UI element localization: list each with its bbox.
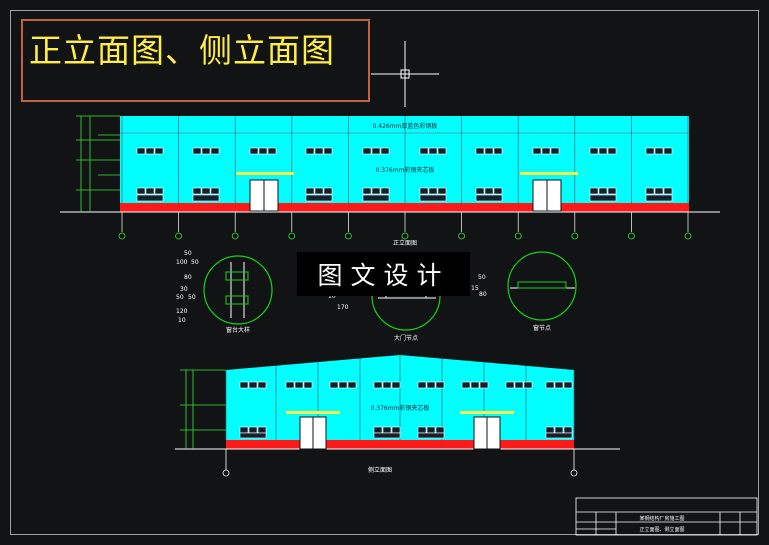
side-plinth [226,440,574,449]
front-wall-note: 0.376mm彩钢夹芯板 [376,166,435,174]
front-plinth [120,203,689,212]
front-window-lower [645,187,673,195]
side-elevation-name: 侧立面图 [368,466,392,474]
svg-text:50: 50 [478,274,486,281]
front-axis-bubble [118,232,126,240]
svg-text:15: 15 [471,285,479,292]
front-axis-bubble [344,232,352,240]
crosshair-cursor-icon [371,41,439,107]
detail-label-window: 窗节点 [533,324,551,332]
svg-text:50: 50 [184,250,192,257]
front-window-upper [532,147,560,155]
side-window-upper [329,381,357,389]
front-window-upper [362,147,390,155]
drawing-frame [10,10,759,535]
detail-label-door: 大门节点 [394,334,418,342]
dims-right-group: 50 15 80 [471,274,487,298]
front-axis-bubble [288,232,296,240]
front-axis-bubble [571,232,579,240]
side-window-upper [461,381,489,389]
svg-text:100: 100 [176,259,188,266]
side-window-upper [545,381,573,389]
front-window-upper [249,147,277,155]
side-window-upper [417,381,445,389]
svg-text:10: 10 [328,293,336,300]
side-window-upper [373,381,401,389]
side-window-upper [285,381,313,389]
side-window-upper [505,381,533,389]
watermark-banner: 图文设计 [297,252,470,296]
detail-circle-left: 窗台大样 [203,255,273,334]
side-window-lower [373,426,401,434]
front-elevation: 0.426mm厚蓝色彩钢板 0.376mm彩钢夹芯板 正立面图 [60,115,720,247]
front-dimension-lines [76,115,120,212]
drawing-title: 正立面图、侧立面图 [29,31,335,70]
dims-middle-group: 10 170 [328,293,349,311]
side-window-lower [417,426,445,434]
front-window-upper [645,147,673,155]
svg-text:50: 50 [191,259,199,266]
front-axis-bubble [458,232,466,240]
front-roof-note: 0.426mm厚蓝色彩钢板 [373,122,438,130]
front-window-upper [419,147,447,155]
svg-text:80: 80 [184,274,192,281]
svg-text:30: 30 [180,286,188,293]
title-box: 正立面图、侧立面图 [21,19,370,102]
front-window-upper [475,147,503,155]
front-window-lower [419,187,447,195]
dims-left-group: 50 100 50 80 30 50 50 120 10 [176,250,199,324]
side-wall-note: 0.376mm彩钢夹芯板 [371,404,430,412]
front-window-lower [362,187,390,195]
svg-text:50: 50 [176,294,184,301]
detail-label-window-sill: 窗台大样 [226,326,250,334]
title-block [575,497,758,536]
svg-text:80: 80 [479,291,487,298]
front-axis-bubble [401,232,409,240]
front-window-upper [136,147,164,155]
front-window-upper [305,147,333,155]
side-elevation: 0.376mm彩钢夹芯板 侧立面图 [175,355,620,477]
title-block-drawing: 正立面图、侧立面图 [639,526,684,533]
side-window-lower [239,426,267,434]
svg-text:10: 10 [178,317,186,324]
front-window-upper [589,147,617,155]
side-window-upper [239,381,267,389]
side-window-lower [545,426,573,434]
front-axis-bubble [628,232,635,240]
svg-text:50: 50 [188,294,196,301]
front-axis-bubble [231,232,239,240]
svg-text:170: 170 [337,304,349,311]
front-axis-bubble [684,232,692,240]
front-window-lower [136,187,164,195]
front-window-upper [192,147,220,155]
front-window-lower [475,187,503,195]
front-elevation-name: 正立面图 [393,239,417,247]
detail-circle-right: 窗节点 [507,251,577,332]
front-window-lower [192,187,220,195]
front-window-lower [305,187,333,195]
svg-text:120: 120 [176,308,188,315]
front-axis-bubble [514,232,522,240]
front-axis-bubble [175,232,183,240]
front-window-lower [589,187,617,195]
title-block-project: 某钢结构厂房施工图 [639,515,684,522]
